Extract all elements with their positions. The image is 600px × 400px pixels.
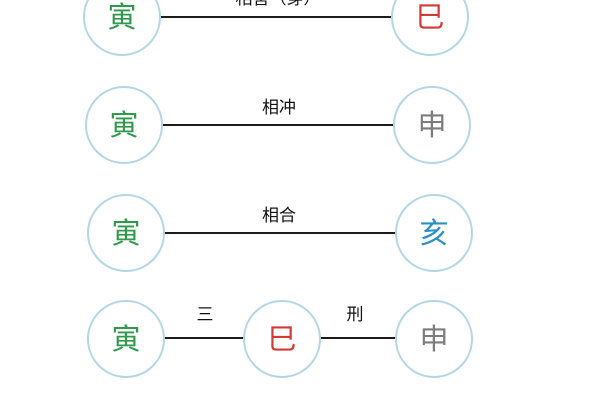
row-1-relation-label: 相害（穿）	[236, 0, 321, 9]
row-3-right-node: 亥	[395, 194, 473, 272]
row-3-connector	[164, 232, 396, 234]
row-2-right-node: 申	[393, 86, 471, 164]
row-1-left-node: 寅	[83, 0, 161, 56]
row-4-relation-label-left: 三	[196, 305, 214, 325]
row-2-left-node: 寅	[85, 86, 163, 164]
row-4-connector-right	[318, 337, 398, 339]
row-4-connector-left	[164, 337, 246, 339]
row-3-left-node: 寅	[87, 194, 165, 272]
row-1-connector	[160, 16, 392, 18]
row-4-relation-label-right: 刑	[346, 305, 364, 325]
row-3-relation-label: 相合	[262, 206, 296, 226]
row-4-middle-node: 巳	[243, 300, 321, 378]
row-2-connector	[162, 124, 394, 126]
row-2-relation-label: 相冲	[262, 98, 296, 118]
row-4-left-node: 寅	[87, 300, 165, 378]
row-1-right-node: 巳	[391, 0, 469, 56]
row-4-right-node: 申	[395, 300, 473, 378]
